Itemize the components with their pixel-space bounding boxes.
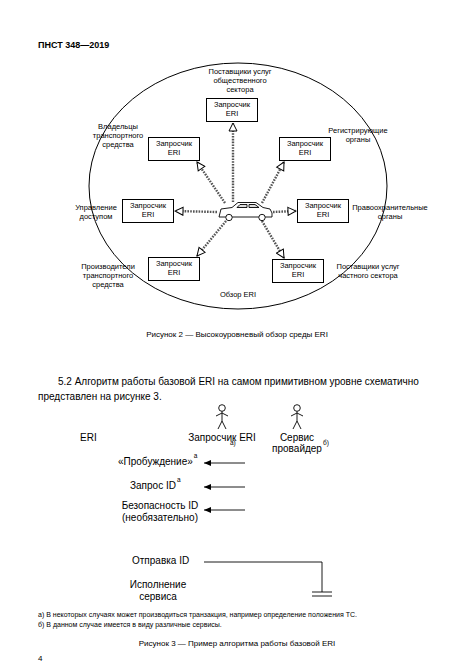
message-label: Безопасность ID (необязательно) xyxy=(110,500,210,524)
region-title: Обзор ERI xyxy=(88,290,388,299)
requester-box: Запросчик ERI xyxy=(297,199,349,223)
box-label: Запросчик ERI xyxy=(299,202,347,219)
requester-box: Запросчик ERI xyxy=(148,257,200,281)
message-arrow xyxy=(204,487,245,488)
box-label: Запросчик ERI xyxy=(208,101,256,118)
message-arrow xyxy=(204,463,245,464)
footnote-mark: а xyxy=(194,452,198,460)
sector-label: Регистрирующие органы xyxy=(323,126,393,144)
service-terminator xyxy=(312,592,332,596)
radial-arrow xyxy=(175,211,217,212)
footnote-mark: а xyxy=(177,476,181,484)
sector-label: Владельцы транспортного средства xyxy=(83,122,153,149)
radial-arrow xyxy=(273,211,296,212)
requester-box: Запросчик ERI xyxy=(122,199,174,223)
radial-arrow xyxy=(232,123,234,202)
sector-label: Поставщики услуг частного сектора xyxy=(330,262,406,280)
lifeline-label: ERI xyxy=(80,432,97,444)
message-arrow xyxy=(204,510,245,511)
actor-label: Запросчик ERI xyxy=(187,432,257,443)
sector-label: Управление доступом xyxy=(71,203,121,221)
message-label: Запрос ID xyxy=(130,480,176,492)
message-label: Отправка ID xyxy=(132,555,189,567)
radial-arrow xyxy=(197,162,225,203)
actor-figure xyxy=(291,405,303,429)
footnote-mark: а) xyxy=(230,439,236,447)
box-label: Запросчик ERI xyxy=(124,202,172,219)
footnote-text: б) В данном случае имеется в виду различ… xyxy=(38,621,458,629)
radial-arrow xyxy=(262,162,284,203)
sequence-messages xyxy=(204,463,332,596)
sector-label: Производители транспортного средства xyxy=(77,262,139,289)
requester-box: Запросчик ERI xyxy=(279,137,331,161)
message-label: «Пробуждение» xyxy=(118,456,193,468)
sector-label: Правоохранительные органы xyxy=(348,203,432,221)
actor-figure xyxy=(216,405,228,429)
box-label: Запросчик ERI xyxy=(281,140,329,157)
message-line xyxy=(204,562,322,592)
figure-caption: Рисунок 3 — Пример алгоритма работы базо… xyxy=(17,639,457,649)
doc-header: ПНСТ 348—2019 xyxy=(38,40,238,51)
requester-box: Запросчик ERI xyxy=(272,259,324,283)
requester-box: Запросчик ERI xyxy=(148,137,200,161)
requester-box: Запросчик ERI xyxy=(206,98,258,122)
radial-arrow xyxy=(197,221,226,256)
sector-label: Поставщики услуг общественного сектора xyxy=(200,67,280,94)
message-label: Исполнение сервиса xyxy=(113,579,203,603)
radial-arrow xyxy=(262,221,284,258)
footnote-text: а) В некоторых случаях может производить… xyxy=(38,611,458,619)
body-paragraph: 5.2 Алгоритм работы базовой ERI на самом… xyxy=(38,374,436,404)
box-label: Запросчик ERI xyxy=(150,140,198,157)
page-number: 4 xyxy=(38,654,42,664)
box-label: Запросчик ERI xyxy=(150,260,198,277)
figure-caption: Рисунок 2 — Высокоуровневый обзор среды … xyxy=(17,330,457,340)
box-label: Запросчик ERI xyxy=(274,262,322,279)
footnote-mark: б) xyxy=(323,439,329,447)
car-illustration xyxy=(219,203,272,221)
